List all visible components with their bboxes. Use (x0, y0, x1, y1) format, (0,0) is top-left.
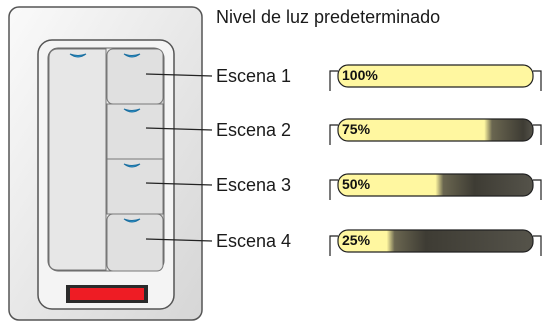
scene-2-leader-line (145, 127, 213, 131)
scene-2-bracket-left (329, 124, 338, 145)
scene-4-bracket-right (533, 235, 542, 256)
scene-3-leader-line (145, 182, 213, 186)
scene-2-level-text: 75% (342, 121, 371, 137)
scene-1-bracket-right (533, 70, 542, 91)
scene-1-button[interactable] (106, 48, 164, 105)
led-scene-3 (123, 163, 141, 168)
scene-1-level-text: 100% (342, 67, 378, 83)
led-scene-4 (123, 218, 141, 223)
master-button[interactable] (48, 48, 107, 271)
scene-4-label: Escena 4 (216, 231, 292, 251)
scene-4-leader-line (145, 238, 213, 242)
red-indicator (70, 288, 144, 300)
scene-2-bracket-right (533, 124, 542, 145)
scene-3-button[interactable] (106, 158, 164, 215)
scene-2-label: Escena 2 (216, 120, 292, 140)
scene-2-button[interactable] (106, 103, 164, 160)
scene-3-bracket-left (329, 179, 338, 200)
scene-1-leader-line (145, 73, 213, 77)
scene-4-bracket-left (329, 235, 338, 256)
scene-3-level-bar (337, 173, 534, 197)
scene-3-label: Escena 3 (216, 175, 292, 195)
scene-4-level-bar (337, 229, 534, 253)
led-scene-2 (123, 108, 141, 113)
scene-1-bracket-left (329, 70, 338, 91)
led-master (69, 53, 87, 58)
scene-3-bracket-right (533, 179, 542, 200)
scene-2-level-bar (337, 118, 534, 142)
scene-1-level-bar (337, 64, 534, 88)
scene-4-level-text: 25% (342, 232, 371, 248)
page-title: Nivel de luz predeterminado (216, 7, 441, 27)
scene-3-level-text: 50% (342, 176, 371, 192)
scene-4-button[interactable] (106, 213, 164, 272)
led-scene-1 (123, 53, 141, 58)
scene-1-label: Escena 1 (216, 66, 292, 86)
